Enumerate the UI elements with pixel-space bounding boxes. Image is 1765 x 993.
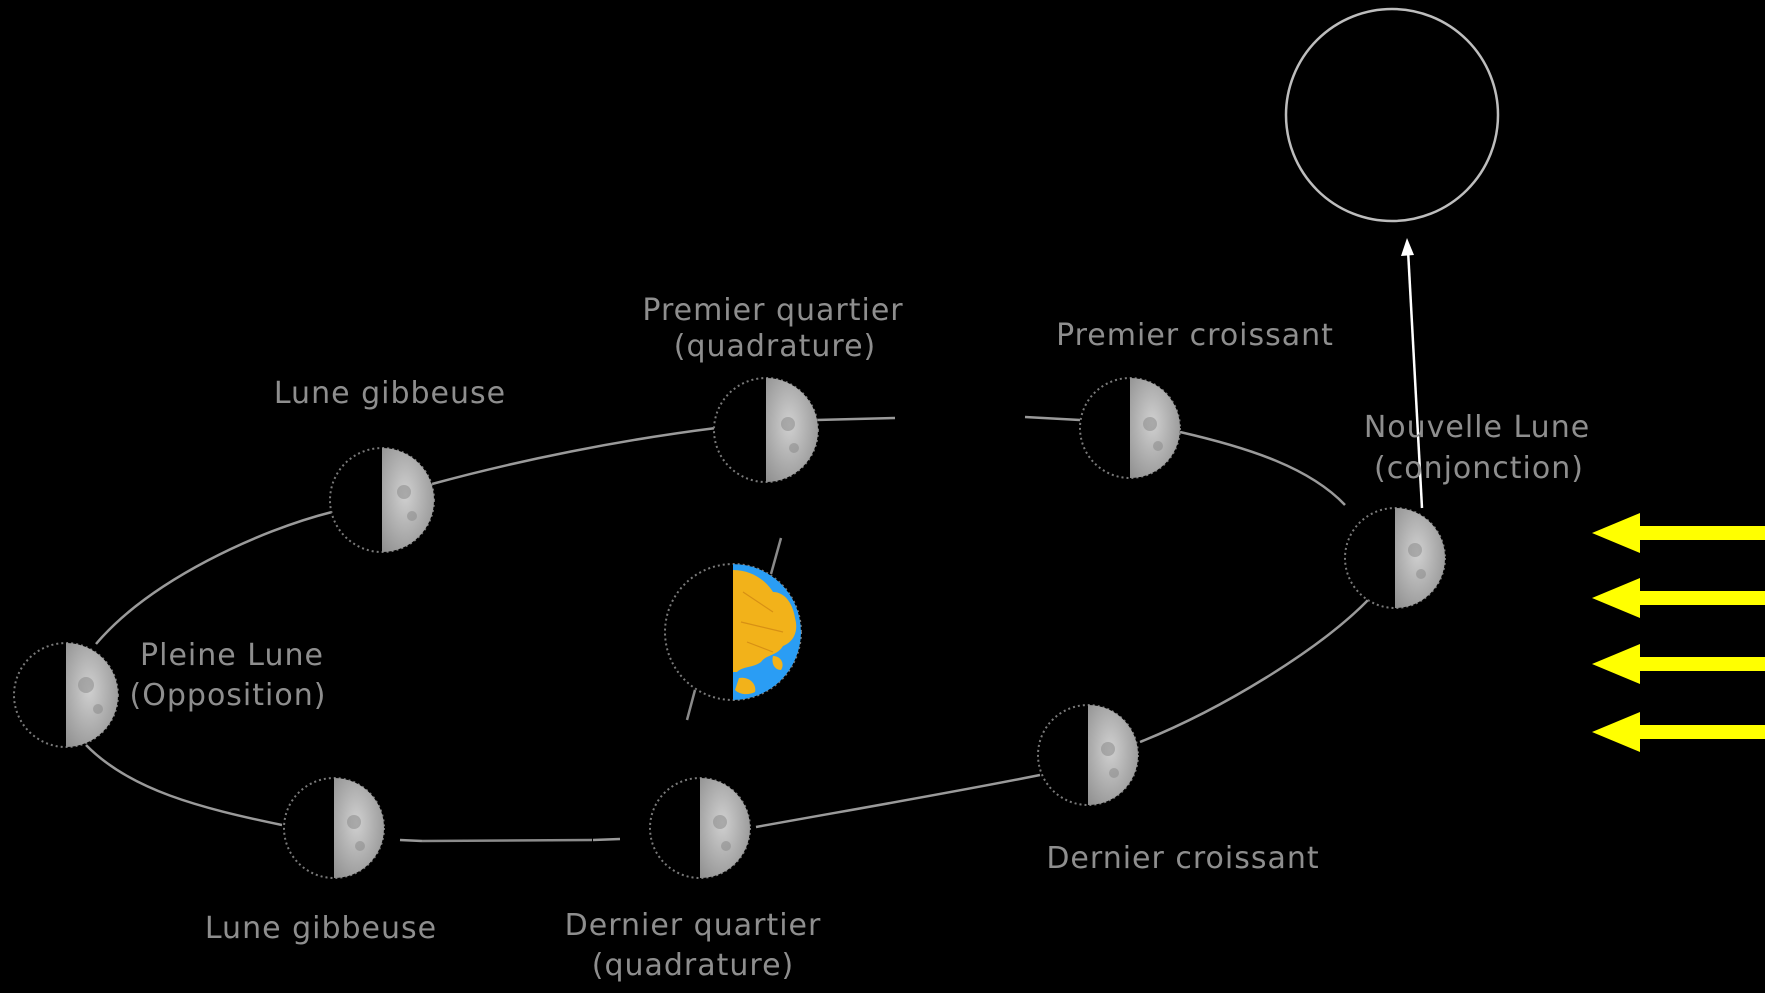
label-pleine-lune-sub: (Opposition)	[130, 678, 327, 713]
moon-half-lit-icon	[1395, 508, 1445, 608]
arrow-left-icon	[1592, 712, 1765, 752]
label-nouvelle-lune-sub: (conjonction)	[1374, 451, 1584, 486]
label-dernier-croissant: Dernier croissant	[1046, 841, 1319, 876]
moon-half-lit-icon	[66, 643, 118, 747]
moon-gibbeuse-top	[330, 448, 434, 552]
moon-nouvelle-lune	[1345, 508, 1445, 608]
label-premier-quartier: Premier quartier	[642, 293, 903, 328]
arrow-left-icon	[1592, 513, 1765, 553]
moon-premier-croissant	[1080, 378, 1180, 478]
moon-half-lit-icon	[700, 778, 750, 878]
label-dernier-quartier: Dernier quartier	[565, 908, 822, 943]
label-nouvelle-lune: Nouvelle Lune	[1364, 410, 1590, 445]
moon-half-lit-icon	[382, 448, 434, 552]
label-lune-gibbeuse-bottom: Lune gibbeuse	[205, 911, 437, 946]
moon-dernier-croissant	[1038, 705, 1138, 805]
label-pleine-lune: Pleine Lune	[140, 638, 324, 673]
moon-half-lit-icon	[1088, 705, 1138, 805]
moon-half-lit-icon	[334, 778, 384, 878]
moon-premier-quartier	[714, 378, 818, 482]
moon-pleine-lune	[14, 643, 118, 747]
sunlight-arrows	[1592, 513, 1765, 752]
new-moon-view-circle	[1286, 9, 1498, 221]
arrow-left-icon	[1592, 644, 1765, 684]
earth-half-lit-icon	[733, 564, 801, 700]
earth	[665, 538, 801, 720]
moon-half-lit-icon	[766, 378, 818, 482]
label-lune-gibbeuse-top: Lune gibbeuse	[274, 376, 506, 411]
arrow-left-icon	[1592, 578, 1765, 618]
moon-dernier-quartier	[650, 778, 750, 878]
label-premier-quartier-sub: (quadrature)	[674, 329, 877, 364]
label-premier-croissant: Premier croissant	[1056, 318, 1334, 353]
label-dernier-quartier-sub: (quadrature)	[592, 948, 795, 983]
moon-gibbeuse-bottom	[284, 778, 384, 878]
